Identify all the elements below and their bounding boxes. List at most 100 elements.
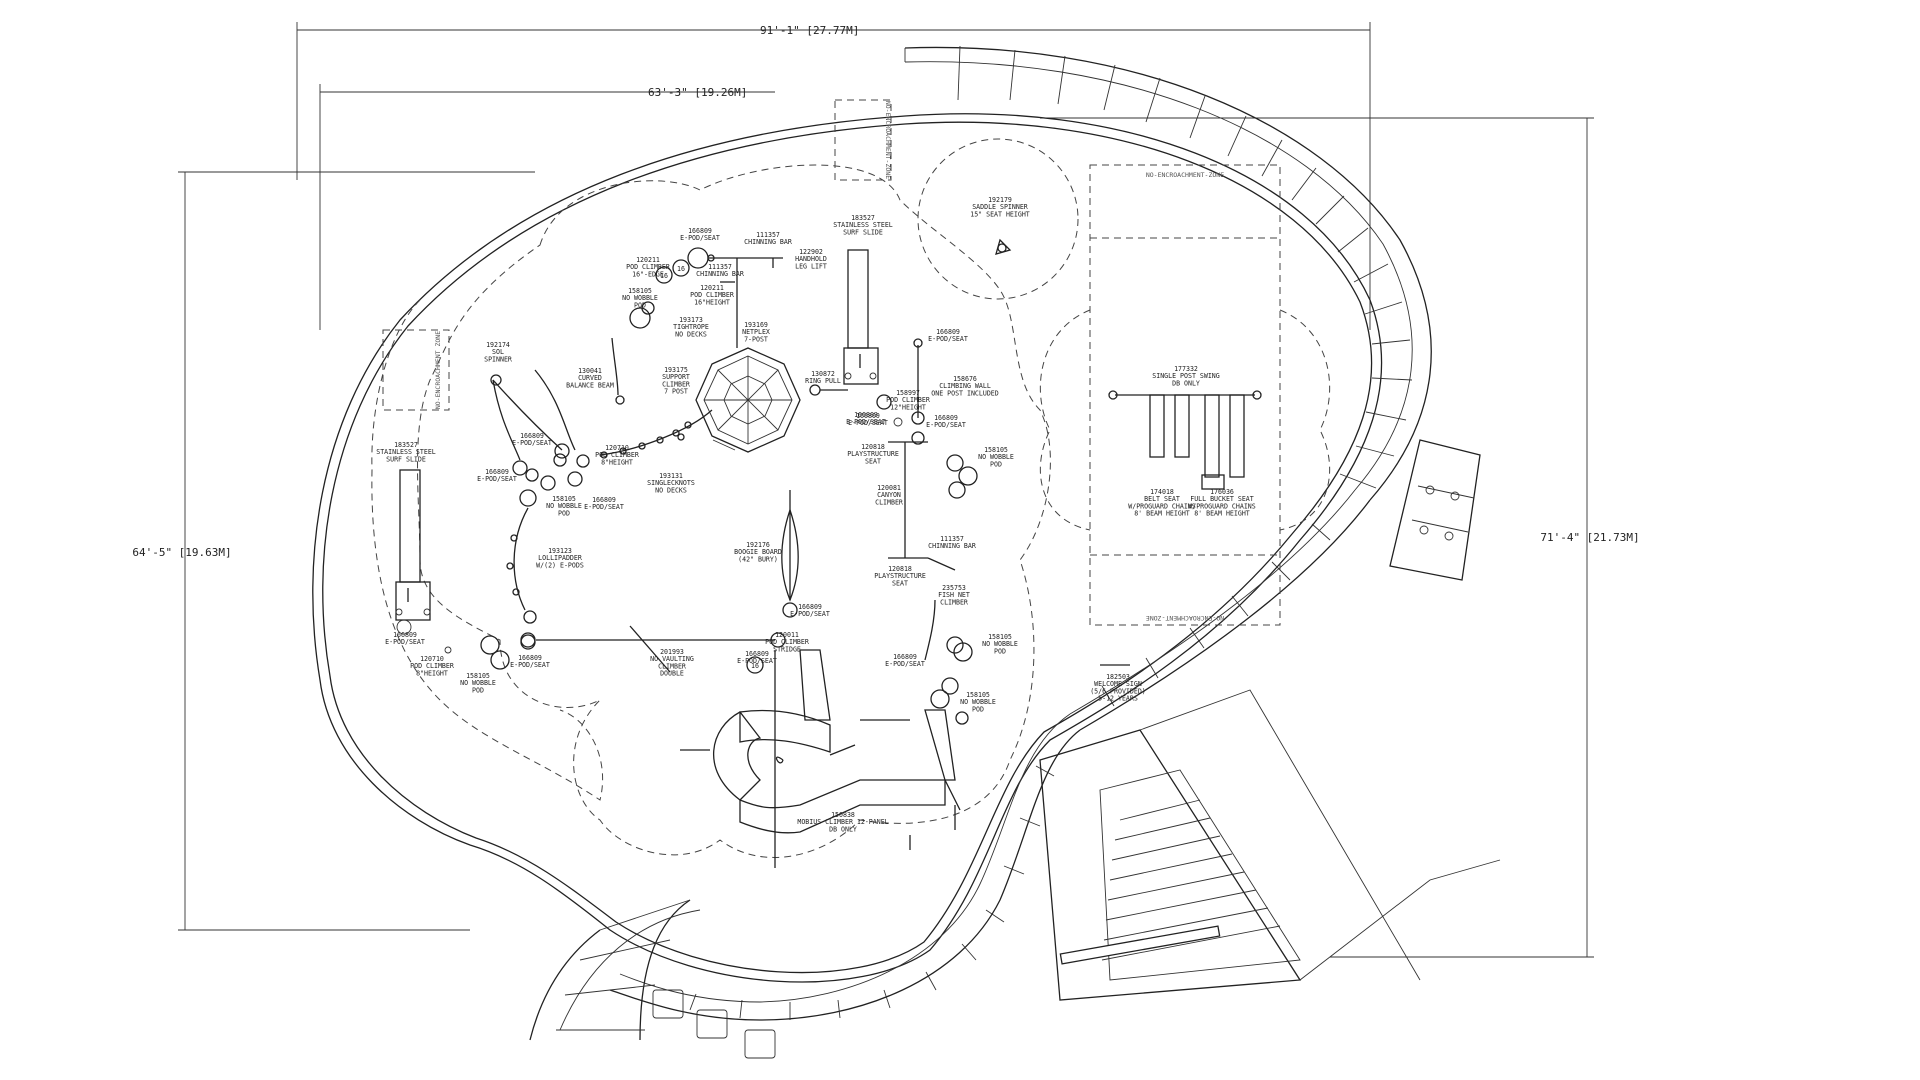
callout-line: E-POD/SEAT xyxy=(584,503,624,511)
saddle-spinner xyxy=(995,238,1012,255)
mobius-climber xyxy=(680,649,969,868)
dimension-right-height: 71'-4" [21.73M] xyxy=(1040,117,1640,958)
zone-label-swing-bottom: NO-ENCROACHMENT-ZONE xyxy=(1146,614,1224,622)
callout-line: 7-POST xyxy=(744,335,768,343)
callout-line: SURF SLIDE xyxy=(843,228,883,236)
boogie-board xyxy=(781,490,799,618)
callout-line: CLIMBER xyxy=(875,498,903,506)
callout-line: SPINNER xyxy=(484,355,512,363)
dimension-left-height: 64'-5" [19.63M] xyxy=(132,171,535,931)
callout-line: 122902 xyxy=(799,248,823,256)
callout-line: POD CLIMBER xyxy=(595,451,639,459)
border-walkway-right xyxy=(1069,489,1371,731)
callout-line: 15" SEAT HEIGHT xyxy=(970,210,1030,218)
callout-line: SURF SLIDE xyxy=(386,455,426,463)
callout-line: 16"HEIGHT xyxy=(694,298,730,306)
callout-line: PLAYSTRUCTURE xyxy=(847,450,899,458)
callout-line: 8"HEIGHT xyxy=(416,669,448,677)
callout-line: 120211 xyxy=(636,256,660,264)
callout-line: 166809 xyxy=(854,411,878,419)
callout-line: E-POD/SEAT xyxy=(385,638,425,646)
svg-text:16: 16 xyxy=(660,272,668,280)
dim-left-height-label: 64'-5" [19.63M] xyxy=(132,546,231,559)
callout-line: 158105 xyxy=(628,287,652,295)
callout-line: 176036 xyxy=(1210,488,1234,496)
callout-line: DB ONLY xyxy=(829,825,857,833)
callout-line: POD xyxy=(558,509,570,517)
callout-line: 174018 xyxy=(1150,488,1174,496)
callout-line: 7 POST xyxy=(664,388,688,396)
callout-line: 130041 xyxy=(578,367,602,375)
use-zone-main xyxy=(417,164,1051,858)
callout-line: 166809 xyxy=(518,654,542,662)
callout-line: 166809 xyxy=(745,650,769,658)
callout-line: CLIMBING WALL xyxy=(939,382,991,390)
use-zone-swing xyxy=(1039,164,1331,626)
callout-line: 130872 xyxy=(811,370,835,378)
callout-line: E-POD/SEAT xyxy=(477,475,517,483)
callout-line: E-POD/SEAT xyxy=(512,439,552,447)
callout-line: 166809 xyxy=(856,412,880,420)
callout-line: BALANCE BEAM xyxy=(566,381,614,389)
callout-line: E-POD/SEAT xyxy=(737,657,777,665)
callout-line: POD CLIMBER xyxy=(410,662,454,670)
callout-line: 120818 xyxy=(861,443,885,451)
single-post-swing xyxy=(1108,390,1262,490)
callout-line: POD CLIMBER xyxy=(886,396,930,404)
zone-label-left: NO-ENCROACHMENT ZONE xyxy=(434,331,442,409)
netplex xyxy=(695,347,801,453)
callout-line: 158997 xyxy=(896,389,920,397)
callout-line: POD CLIMBER xyxy=(690,291,734,299)
callout-line: (42" BURY) xyxy=(738,555,778,563)
callout-line: 158105 xyxy=(988,633,1012,641)
dim-inner-width-label: 63'-3" [19.26M] xyxy=(648,86,747,99)
bench-right-edge xyxy=(1389,439,1481,581)
callout-line: POD CLIMBER xyxy=(626,263,670,271)
callout-line: SINGLE POST SWING xyxy=(1152,372,1220,380)
curved-balance-beam xyxy=(611,337,625,405)
zone-label-swing-top: NO-ENCROACHMENT-ZONE xyxy=(1146,171,1224,179)
callout-line: 177332 xyxy=(1174,365,1198,373)
callout-line: SEAT xyxy=(892,579,908,587)
callout-line: 120818 xyxy=(888,565,912,573)
surf-slide-left xyxy=(395,469,431,635)
callout-line: 192179 xyxy=(988,196,1012,204)
sol-spinner xyxy=(490,369,576,476)
callout-line: NO DECKS xyxy=(675,330,707,338)
callout-line: CLIMBER xyxy=(662,380,690,388)
callout-line: MOBIUS CLIMBER 12-PANEL xyxy=(797,818,888,826)
callout-line: 8"HEIGHT xyxy=(601,458,633,466)
callout-line: 120081 xyxy=(877,484,901,492)
pod-climbers-top xyxy=(629,247,783,348)
dimension-overall-width: 91'-1" [27.77M] xyxy=(296,22,1371,330)
svg-text:16: 16 xyxy=(677,265,685,273)
callout-line: 166809 xyxy=(934,414,958,422)
callout-line: SINGLECKNOTS xyxy=(647,479,695,487)
